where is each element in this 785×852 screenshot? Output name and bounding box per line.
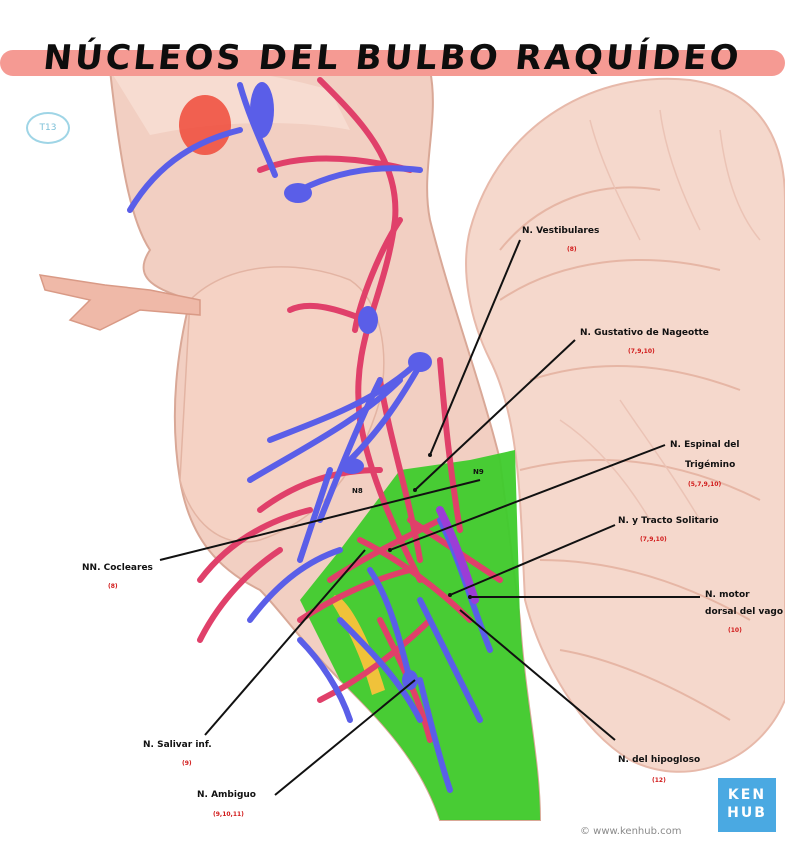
label-espinal: N. Espinal del xyxy=(670,440,739,450)
sub-motor: (10) xyxy=(728,627,742,634)
page-title: NÚCLEOS DEL BULBO RAQUÍDEO xyxy=(0,38,785,78)
section-badge: T13 xyxy=(26,112,70,144)
logo-line2: HUB xyxy=(718,804,776,822)
sub-espinal: (5,7,9,10) xyxy=(688,481,721,488)
sub-hipogloso: (12) xyxy=(652,777,666,784)
label-salivar: N. Salivar inf. xyxy=(143,740,212,750)
sub-salivar: (9) xyxy=(182,760,192,767)
label-motor: N. motor xyxy=(705,590,750,600)
copyright-text: © www.kenhub.com xyxy=(580,826,681,837)
label-motor-line2: dorsal del vago xyxy=(705,607,783,617)
label-ambiguo: N. Ambiguo xyxy=(197,790,256,800)
label-solitario: N. y Tracto Solitario xyxy=(618,516,719,526)
kenhub-logo[interactable]: KEN HUB xyxy=(718,778,776,832)
red-nucleus xyxy=(179,95,231,155)
sub-cocleares: (8) xyxy=(108,583,118,590)
label-cocleares: NN. Cocleares xyxy=(82,563,153,573)
label-espinal-line2: Trigémino xyxy=(685,460,735,470)
sub-gustativo: (7,9,10) xyxy=(628,348,655,355)
tag-n9: N9 xyxy=(473,468,484,476)
tag-n8: N8 xyxy=(352,487,363,495)
sub-ambiguo: (9,10,11) xyxy=(213,811,244,818)
label-hipogloso: N. del hipogloso xyxy=(618,755,700,765)
logo-line1: KEN xyxy=(718,786,776,804)
label-gustativo: N. Gustativo de Nageotte xyxy=(580,328,709,338)
sub-vestibulares: (8) xyxy=(567,246,577,253)
sub-solitario: (7,9,10) xyxy=(640,536,667,543)
label-vestibulares: N. Vestibulares xyxy=(522,226,599,236)
